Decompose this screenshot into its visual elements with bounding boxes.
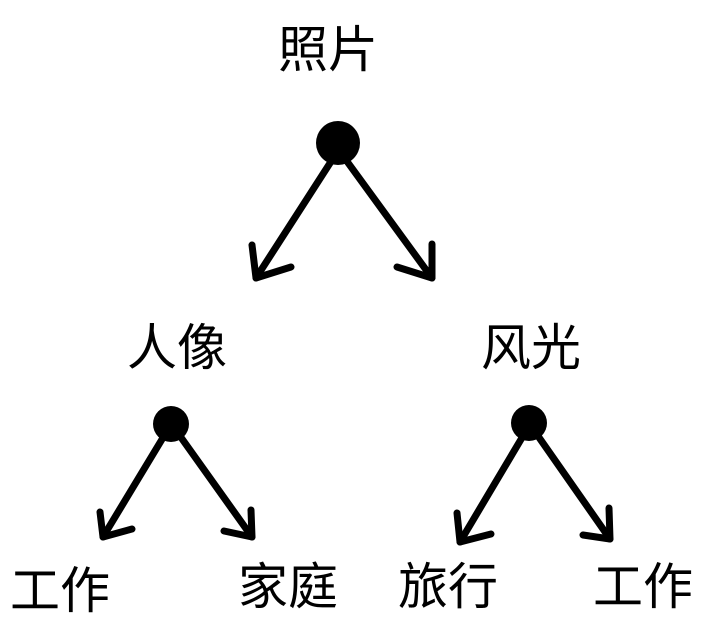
edge-portrait-to-work xyxy=(99,432,168,541)
arrowhead-landscape-to-work xyxy=(579,504,614,543)
node-label-landscape-travel: 旅行 xyxy=(398,558,498,616)
edge-root-to-portrait xyxy=(252,156,336,282)
node-label-portrait-work: 工作 xyxy=(10,562,110,620)
edge-landscape-to-travel xyxy=(456,432,527,546)
edge-root-to-landscape xyxy=(342,156,436,282)
node-label-portrait-family: 家庭 xyxy=(238,558,338,616)
edge-landscape-to-work xyxy=(534,432,614,543)
arrowhead-root-to-landscape xyxy=(393,240,436,282)
node-dot-landscape xyxy=(511,405,547,441)
node-label-root: 照片 xyxy=(278,21,378,79)
node-dot-portrait xyxy=(153,406,189,442)
arrowhead-root-to-portrait xyxy=(248,241,295,282)
arrowhead-portrait-to-family xyxy=(220,506,256,541)
node-label-portrait: 人像 xyxy=(127,319,227,377)
node-label-landscape: 风光 xyxy=(481,319,581,377)
node-dot-root xyxy=(316,121,360,165)
arrowhead-portrait-to-work xyxy=(96,508,136,541)
node-label-landscape-work: 工作 xyxy=(593,558,693,616)
arrowhead-landscape-to-travel xyxy=(453,509,495,546)
edge-portrait-to-family xyxy=(176,432,256,541)
